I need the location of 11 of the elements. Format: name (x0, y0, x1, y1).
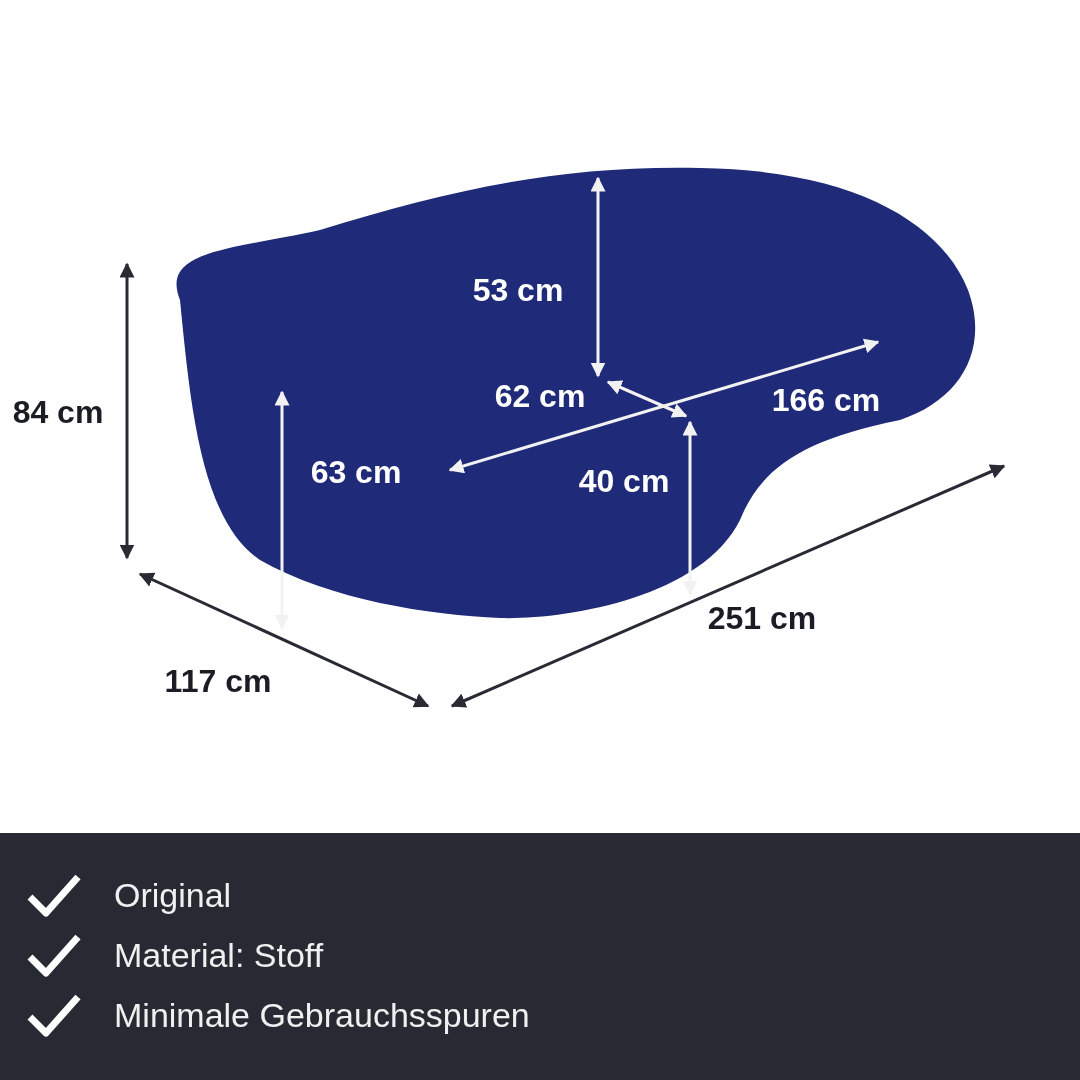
dimension-label: 53 cm (472, 271, 564, 310)
dimension-label: 251 cm (707, 599, 817, 638)
feature-text: Material: Stoff (114, 934, 324, 976)
feature-text: Minimale Gebrauchsspuren (114, 994, 530, 1036)
dimension-label: 117 cm (164, 662, 272, 701)
dimension-label: 63 cm (310, 453, 402, 492)
feature-text: Original (114, 874, 232, 916)
dimension-label: 40 cm (578, 462, 670, 501)
dimension-label: 62 cm (494, 377, 586, 416)
dimension-label: 166 cm (771, 381, 881, 420)
dimension-label: 84 cm (12, 393, 104, 432)
